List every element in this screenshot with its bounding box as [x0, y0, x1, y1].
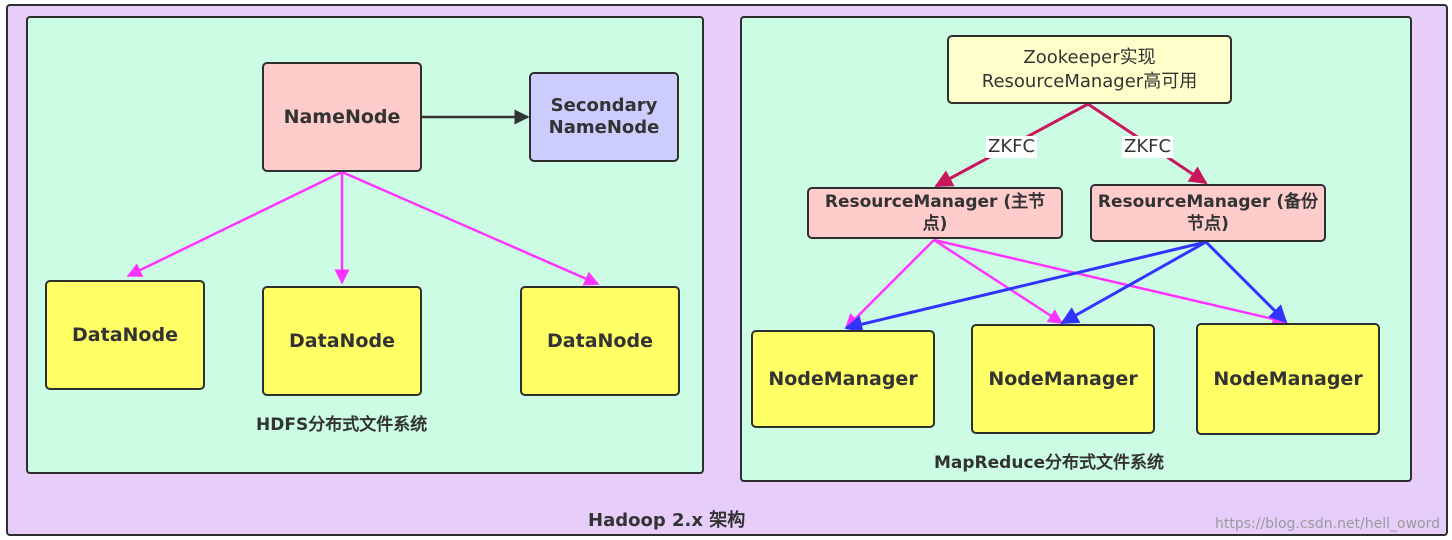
- nodemanager-box-3: NodeManager: [1196, 323, 1380, 435]
- datanode-label-3: DataNode: [547, 330, 653, 352]
- zookeeper-box: Zookeeper实现 ResourceManager高可用: [947, 35, 1232, 104]
- datanode-label-1: DataNode: [72, 324, 178, 346]
- nodemanager-box-1: NodeManager: [751, 330, 935, 428]
- nodemanager-label-1: NodeManager: [768, 368, 918, 390]
- datanode-box-2: DataNode: [262, 286, 422, 396]
- watermark: https://blog.csdn.net/hell_oword: [1215, 516, 1440, 532]
- zkfc-label-2: ZKFC: [1122, 136, 1174, 158]
- secondary-namenode-label: Secondary NameNode: [548, 95, 660, 138]
- mapreduce-caption: MapReduce分布式文件系统: [934, 453, 1165, 473]
- diagram-title: Hadoop 2.x 架构: [588, 510, 746, 531]
- secondary-namenode-box: Secondary NameNode: [529, 72, 679, 162]
- datanode-box-1: DataNode: [45, 280, 205, 390]
- nodemanager-box-2: NodeManager: [971, 324, 1155, 434]
- datanode-label-2: DataNode: [289, 330, 395, 352]
- datanode-box-3: DataNode: [520, 286, 680, 396]
- rm-primary-box: ResourceManager (主节点): [807, 187, 1063, 239]
- rm-backup-box: ResourceManager (备份节点): [1090, 184, 1326, 242]
- hdfs-caption: HDFS分布式文件系统: [256, 415, 428, 435]
- rm-backup-label: ResourceManager (备份节点): [1097, 192, 1319, 234]
- rm-primary-label: ResourceManager (主节点): [824, 192, 1046, 234]
- namenode-box: NameNode: [262, 62, 422, 172]
- nodemanager-label-3: NodeManager: [1213, 368, 1363, 390]
- zookeeper-label: Zookeeper实现 ResourceManager高可用: [981, 46, 1198, 92]
- namenode-label: NameNode: [283, 106, 401, 128]
- zkfc-label-1: ZKFC: [986, 136, 1038, 158]
- nodemanager-label-2: NodeManager: [988, 368, 1138, 390]
